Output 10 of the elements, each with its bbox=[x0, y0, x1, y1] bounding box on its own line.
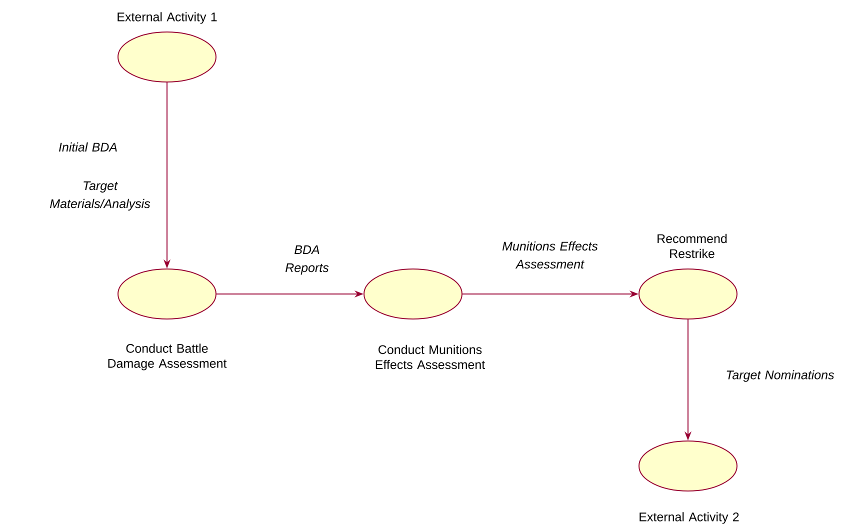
node-label: Conduct Battle Damage Assessment bbox=[108, 344, 227, 370]
edge-label: Initial BDA bbox=[58, 142, 117, 152]
node-label: External Activity 1 bbox=[118, 12, 217, 24]
node-label: Recommend Restrike bbox=[658, 234, 727, 258]
node-label: Conduct Munitions Effects Assessment bbox=[376, 344, 486, 370]
edge-label: Munitions Effects Assessment bbox=[502, 241, 598, 269]
edge-label: BDA Reports bbox=[286, 245, 329, 275]
edge-label: Target Nominations bbox=[726, 370, 834, 382]
flow-label: Target Materials/Analysis bbox=[50, 181, 150, 211]
node-label: External Activity 2 bbox=[640, 512, 739, 524]
